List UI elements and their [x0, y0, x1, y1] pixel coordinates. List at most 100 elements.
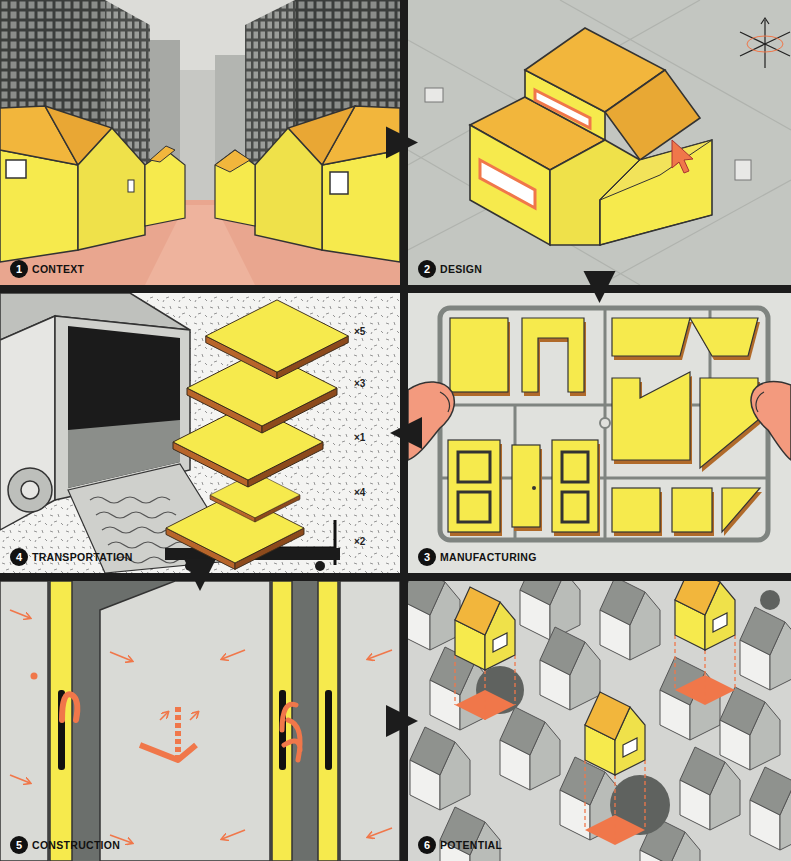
context-scene-part: [78, 128, 145, 250]
flow-arrow-head: [390, 417, 422, 449]
design-scene-part: [740, 18, 790, 68]
construction-scene-part-part: [368, 650, 392, 659]
context-scene-part: [150, 146, 175, 162]
step-title: CONSTRUCTION: [32, 839, 120, 852]
design-scene-part-part: [740, 20, 790, 68]
design-scene-part-part: [761, 18, 769, 24]
step-number-badge: 4: [10, 548, 28, 566]
construction-scene-part-part: [222, 650, 245, 659]
potential-scene-part: [585, 692, 645, 775]
construction-scene-part-part: [160, 712, 168, 720]
context-scene-part: [180, 70, 220, 210]
construction-scene-part-part: [110, 652, 132, 661]
construction-scene: [0, 581, 400, 861]
potential-scene-part: [455, 635, 735, 845]
construction-scene-part: [325, 690, 332, 770]
design-scene-part: [672, 140, 693, 173]
construction-scene-part: [318, 581, 338, 861]
transportation-scene: [0, 293, 400, 573]
step-panel: CONSTRUCTION 5: [0, 581, 400, 861]
construction-scene-part: [100, 581, 270, 861]
flow-arrow: [390, 417, 422, 449]
construction-scene-part: [282, 704, 300, 760]
step-panel: POTENTIAL 6: [408, 581, 791, 861]
step-title: POTENTIAL: [440, 839, 502, 852]
construction-scene-part: [31, 673, 38, 680]
context-scene-part: [145, 150, 185, 226]
flow-arrow-head: [584, 271, 616, 303]
context-scene: [0, 0, 400, 285]
construction-scene-part-part: [190, 712, 198, 720]
construction-scene-part: [62, 694, 77, 720]
manufacturing-scene-part: [408, 293, 791, 573]
flow-arrow-shaft: [400, 428, 408, 438]
step-number-badge: 3: [418, 548, 436, 566]
potential-scene-part: [408, 581, 460, 650]
design-scene-part: [408, 0, 791, 285]
manufacturing-scene-part: [458, 452, 490, 482]
step-number-badge: 5: [10, 836, 28, 854]
quantity-label: ×1: [354, 432, 365, 444]
potential-scene-part: [440, 807, 500, 861]
flow-arrow: [184, 559, 216, 591]
step-number-badge: 6: [418, 836, 436, 854]
context-scene-part: [0, 150, 78, 262]
manufacturing-scene-part: [440, 308, 768, 540]
context-scene-part: [215, 150, 250, 172]
construction-scene-part-part: [368, 828, 392, 837]
transportation-scene-part: [21, 481, 39, 499]
step-panel: DESIGN 2: [408, 0, 791, 285]
manufacturing-scene-part: [562, 492, 588, 522]
transportation-scene-part: [185, 561, 195, 571]
design-scene-part: [480, 160, 535, 208]
step-panel: MANUFACTURING 3: [408, 293, 791, 573]
step-title: MANUFACTURING: [440, 551, 537, 564]
construction-scene-part: [175, 705, 181, 760]
step-number: 2: [424, 264, 430, 275]
transportation-scene-part: [206, 300, 349, 379]
potential-scene: [408, 581, 791, 861]
construction-scene-part: [140, 745, 196, 760]
flow-arrow: [386, 705, 418, 737]
step-number-badge: 2: [418, 260, 436, 278]
design-scene-part: [600, 140, 712, 245]
flow-arrow-head: [386, 705, 418, 737]
potential-scene-part: [680, 747, 740, 830]
flow-arrow-shaft: [400, 138, 408, 148]
construction-scene-part: [10, 610, 392, 843]
potential-scene-part: [720, 687, 780, 770]
design-scene-part: [408, 0, 791, 285]
step-number: 4: [16, 552, 22, 563]
design-scene-part: [470, 125, 550, 245]
potential-scene-part: [750, 767, 791, 850]
step-title: DESIGN: [440, 263, 482, 276]
construction-scene-part-part: [10, 775, 30, 783]
manufacturing-scene-part: [448, 318, 760, 532]
potential-scene-part: [410, 727, 470, 810]
context-scene-part: [6, 160, 26, 178]
transportation-scene-part: [0, 316, 55, 530]
step-number: 1: [16, 264, 22, 275]
manufacturing-scene-part: [532, 486, 536, 490]
flow-arrow-head: [184, 559, 216, 591]
context-scene-part: [0, 0, 400, 285]
quantity-label: ×5: [354, 326, 365, 338]
construction-scene-part: [0, 581, 400, 861]
potential-scene-part: [675, 581, 735, 650]
potential-scene-part: [760, 590, 780, 610]
flow-arrow-shaft: [400, 716, 408, 726]
construction-scene-part-part: [222, 830, 245, 839]
construction-scene-part: [340, 581, 400, 861]
context-scene-part: [330, 172, 348, 194]
manufacturing-scene-part: [562, 452, 588, 482]
step-number: 3: [424, 552, 430, 563]
transportation-scene-part: [8, 468, 52, 512]
step-panel: CONTEXT1: [0, 0, 400, 285]
manufacturing-scene-part: [440, 392, 450, 412]
transportation-scene-part: [68, 326, 180, 488]
transportation-scene-part: [315, 561, 325, 571]
design-scene-part: [600, 215, 712, 245]
context-scene-part: [128, 180, 134, 192]
